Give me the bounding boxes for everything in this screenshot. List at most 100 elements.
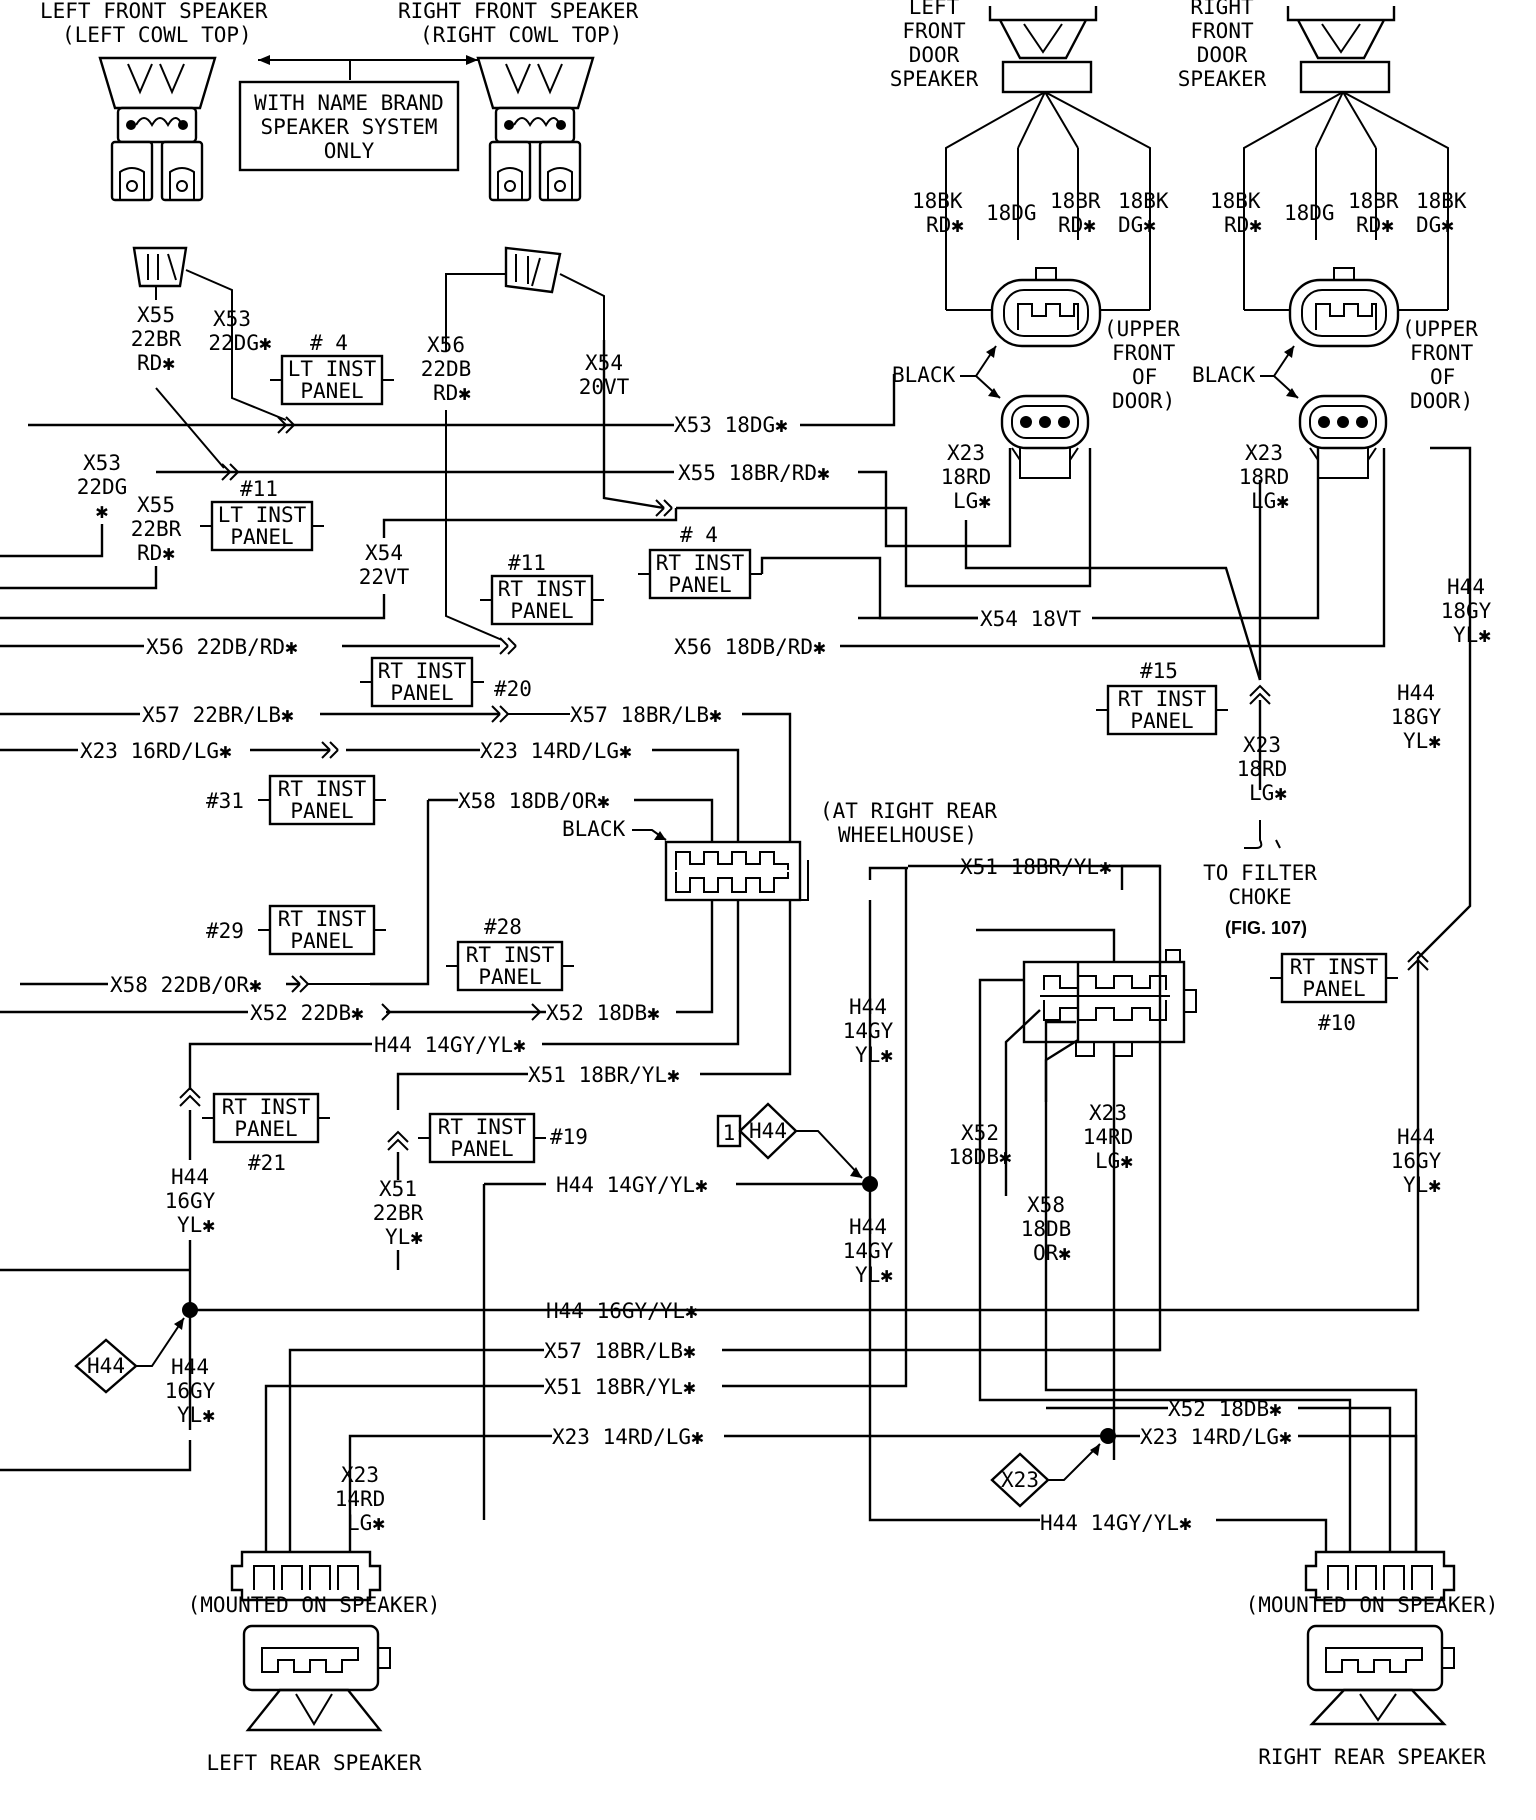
right-front-speaker-title: RIGHT FRONT SPEAKER bbox=[398, 0, 639, 23]
h44r1-a: H44 bbox=[1447, 575, 1485, 599]
ref-rt28: #28 bbox=[484, 915, 522, 939]
left-front-speaker-sub: (LEFT COWL TOP) bbox=[62, 23, 252, 47]
rt28-l1: RT INST bbox=[466, 943, 555, 967]
x23r-b: 18RD bbox=[1239, 465, 1290, 489]
left-front-door-speaker: LEFT FRONT DOOR SPEAKER 18BK RD✱ 18DG 18… bbox=[890, 0, 1169, 479]
lfd-wire-b: 18DG bbox=[986, 201, 1037, 225]
rt15-l2: PANEL bbox=[1130, 709, 1193, 733]
ref-rt4: # 4 bbox=[680, 523, 718, 547]
rt11-l1: RT INST bbox=[498, 577, 587, 601]
ref-rt31: #31 bbox=[206, 789, 244, 813]
wire-x56-18db-rd: X56 18DB/RD✱ bbox=[674, 635, 826, 659]
lfd-label-1: LEFT bbox=[909, 0, 960, 19]
ref-rt20: #20 bbox=[494, 677, 532, 701]
rt19-l2: PANEL bbox=[450, 1137, 513, 1161]
wire-x52-22db: X52 22DB✱ bbox=[250, 1001, 364, 1025]
x55l-a: X55 bbox=[137, 493, 175, 517]
h44v2-c: YL✱ bbox=[855, 1263, 893, 1287]
rt31-l1: RT INST bbox=[278, 777, 367, 801]
left-rear-speaker-label: LEFT REAR SPEAKER bbox=[207, 1751, 422, 1775]
x23v-a: X23 bbox=[1089, 1101, 1127, 1125]
rfd-upper-4: DOOR) bbox=[1410, 389, 1473, 413]
rt31-l2: PANEL bbox=[290, 799, 353, 823]
x56-b: 22DB bbox=[421, 357, 472, 381]
rfd-label-4: SPEAKER bbox=[1178, 67, 1267, 91]
ref-rt10: #10 bbox=[1318, 1011, 1356, 1035]
lfd-wire-a-1: 18BK bbox=[912, 189, 963, 213]
lower-left: H44 16GY YL✱ X51 22BR YL✱ H44 16GY YL✱ H… bbox=[0, 1086, 698, 1472]
h44r3-c: YL✱ bbox=[1403, 1173, 1441, 1197]
name-brand-line1: WITH NAME BRAND bbox=[254, 91, 444, 115]
wire-x56-22db-rd: X56 22DB/RD✱ bbox=[146, 635, 298, 659]
lfd-wire-d-2: DG✱ bbox=[1118, 213, 1156, 237]
x51l-b: 22BR bbox=[373, 1201, 424, 1225]
x23v-c: LG✱ bbox=[1095, 1149, 1133, 1173]
filter-choke-2: CHOKE bbox=[1228, 885, 1291, 909]
left-front-speaker-title: LEFT FRONT SPEAKER bbox=[40, 0, 268, 23]
lt4-l2: PANEL bbox=[300, 379, 363, 403]
name-brand-line2: SPEAKER SYSTEM bbox=[260, 115, 437, 139]
rfd-wire-c-1: 18BR bbox=[1348, 189, 1399, 213]
wire-x51-18br-yl: X51 18BR/YL✱ bbox=[528, 1063, 680, 1087]
wire-x57-18br-lb-2: X57 18BR/LB✱ bbox=[544, 1339, 696, 1363]
right-rear-speaker: (MOUNTED ON SPEAKER) RIGHT REAR SPEAKER bbox=[1246, 1550, 1498, 1769]
right-front-speaker-sub: (RIGHT COWL TOP) bbox=[420, 23, 622, 47]
right-rear-speaker-label: RIGHT REAR SPEAKER bbox=[1258, 1745, 1486, 1769]
h44l2-a: H44 bbox=[171, 1355, 209, 1379]
rfd-wire-b: 18DG bbox=[1284, 201, 1335, 225]
x51l-c: YL✱ bbox=[385, 1225, 423, 1249]
rfd-wire-d-2: DG✱ bbox=[1416, 213, 1454, 237]
ref-lt11: #11 bbox=[240, 477, 278, 501]
rt15-l1: RT INST bbox=[1118, 687, 1207, 711]
wire-h44-14gy-yl: H44 14GY/YL✱ bbox=[374, 1033, 526, 1057]
x23r-a: X23 bbox=[1245, 441, 1283, 465]
rt21-l1: RT INST bbox=[222, 1095, 311, 1119]
h44v2-a: H44 bbox=[849, 1215, 887, 1239]
lfd-wire-c-1: 18BR bbox=[1050, 189, 1101, 213]
x23l-c: LG✱ bbox=[953, 489, 991, 513]
h44r2-c: YL✱ bbox=[1403, 729, 1441, 753]
x55-a: X55 bbox=[137, 303, 175, 327]
rfd-wire-a-1: 18BK bbox=[1210, 189, 1261, 213]
splice-one: 1 bbox=[723, 1121, 736, 1145]
lfd-label-2: FRONT bbox=[902, 19, 966, 43]
lfd-wire-a-2: RD✱ bbox=[926, 213, 964, 237]
rfd-wire-a-2: RD✱ bbox=[1224, 213, 1262, 237]
wire-x58-18db-or: X58 18DB/OR✱ bbox=[458, 789, 610, 813]
inst-panel-boxes: # 4 LT INST PANEL #11 LT INST PANEL #11 … bbox=[200, 331, 1398, 1175]
x55-c: RD✱ bbox=[137, 351, 175, 375]
h44r3-a: H44 bbox=[1397, 1125, 1435, 1149]
ref-rt11: #11 bbox=[508, 551, 546, 575]
rfd-wire-c-2: RD✱ bbox=[1356, 213, 1394, 237]
x23f-b: 18RD bbox=[1237, 757, 1288, 781]
splice-h44-left: H44 bbox=[87, 1354, 125, 1378]
h44r2-a: H44 bbox=[1397, 681, 1435, 705]
x52v-b: 18DB✱ bbox=[948, 1145, 1012, 1169]
wire-h44-14gy-yl-2: H44 14GY/YL✱ bbox=[556, 1173, 708, 1197]
rt29-l2: PANEL bbox=[290, 929, 353, 953]
x51l-a: X51 bbox=[379, 1177, 417, 1201]
x23v-b: 14RD bbox=[1083, 1125, 1134, 1149]
x23l-b: 18RD bbox=[941, 465, 992, 489]
rt20-l2: PANEL bbox=[390, 681, 453, 705]
lfd-black: BLACK bbox=[892, 363, 956, 387]
rt28-l2: PANEL bbox=[478, 965, 541, 989]
wire-x51-18br-yl-r: X51 18BR/YL✱ bbox=[960, 855, 1112, 879]
lfd-wire-d-1: 18BK bbox=[1118, 189, 1169, 213]
wire-x23-14rd-lg-2: X23 14RD/LG✱ bbox=[552, 1425, 704, 1449]
wire-x57-22br-lb: X57 22BR/LB✱ bbox=[142, 703, 294, 727]
filter-choke-1: TO FILTER bbox=[1203, 861, 1317, 885]
x53l-a: X53 bbox=[83, 451, 121, 475]
filter-choke-fig: (FIG. 107) bbox=[1225, 918, 1307, 938]
rfd-upper-3: OF bbox=[1430, 365, 1455, 389]
h44l1-a: H44 bbox=[171, 1165, 209, 1189]
h44l1-c: YL✱ bbox=[177, 1213, 215, 1237]
wire-x57-18br-lb: X57 18BR/LB✱ bbox=[570, 703, 722, 727]
rfd-label-2: FRONT bbox=[1190, 19, 1254, 43]
h44v1-b: 14GY bbox=[843, 1019, 894, 1043]
wire-h44-16gy-yl: H44 16GY/YL✱ bbox=[546, 1299, 698, 1323]
h44v1-a: H44 bbox=[849, 995, 887, 1019]
rt21-l2: PANEL bbox=[234, 1117, 297, 1141]
name-brand-line3: ONLY bbox=[324, 139, 375, 163]
